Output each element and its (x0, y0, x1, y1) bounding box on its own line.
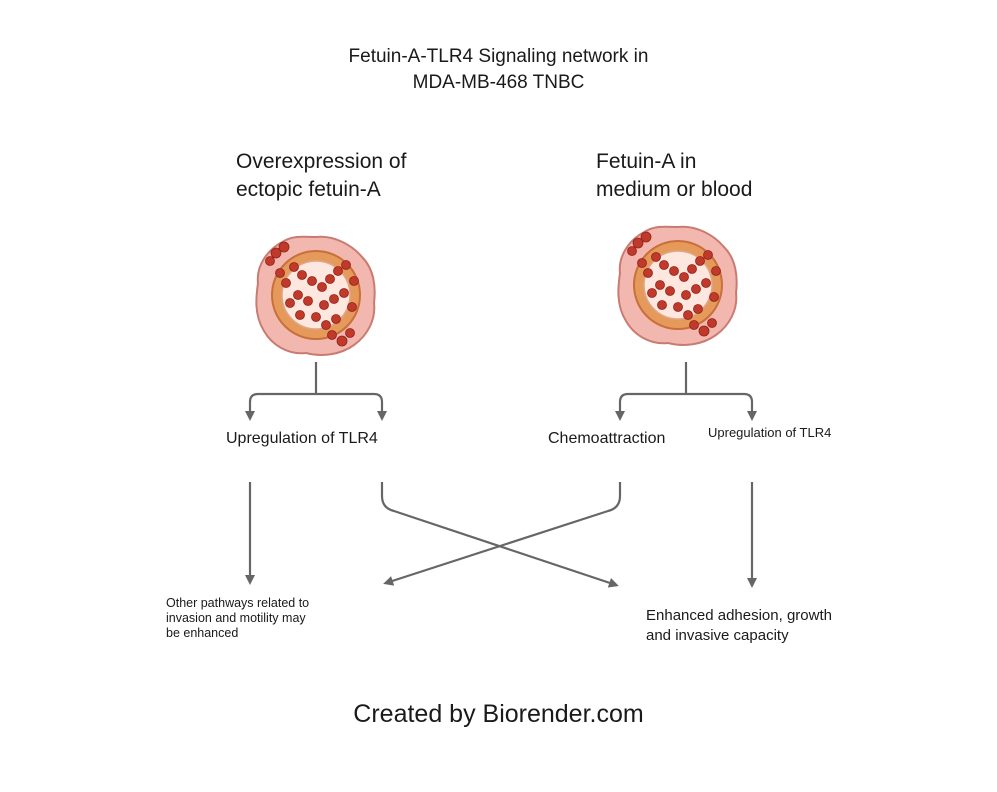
right-tlr4-upregulation: Upregulation of TLR4 (708, 425, 832, 440)
right-split-arrow-right (686, 392, 757, 421)
result-right: Enhanced adhesion, growth and invasive c… (646, 607, 832, 644)
result-left: Other pathways related to invasion and m… (166, 596, 310, 640)
credit-line: Created by Biorender.com (353, 700, 644, 728)
tumor-icon-left (255, 235, 376, 356)
left-header: Overexpression of ectopic fetuin-A (236, 150, 407, 201)
left-split-arrow-left (245, 392, 316, 421)
cross-arrow-to-left (383, 482, 622, 586)
diagram-title: Fetuin-A-TLR4 Signaling network in MDA-M… (348, 46, 649, 93)
right-split-arrow-left (615, 392, 686, 421)
chemoattraction-label: Chemoattraction (548, 430, 666, 447)
right-header: Fetuin-A in medium or blood (596, 150, 753, 201)
tumor-icon-right (617, 225, 738, 346)
left-tlr4-upregulation: Upregulation of TLR4 (226, 430, 378, 447)
cross-arrow-to-right (380, 482, 619, 588)
left-split-arrow-right (316, 392, 387, 421)
